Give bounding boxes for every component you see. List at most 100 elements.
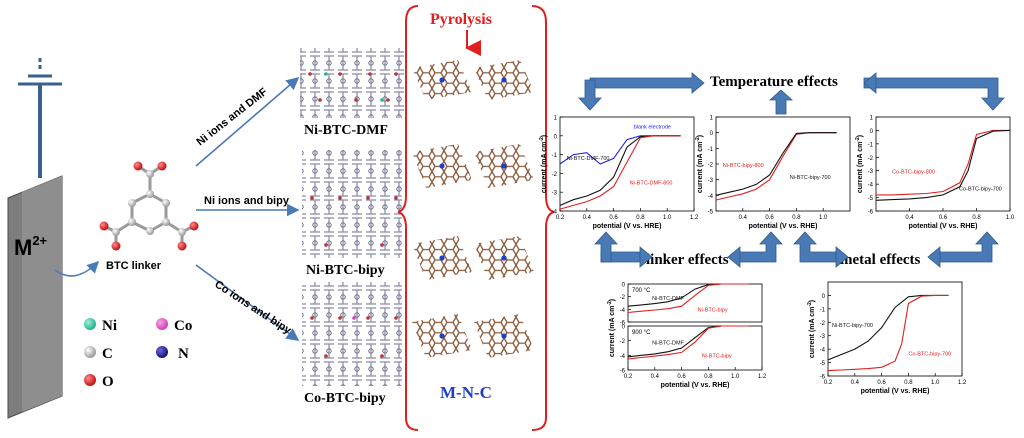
- y-tick-label: 0: [822, 294, 826, 300]
- x-tick-label: 0.6: [939, 215, 948, 221]
- mnc-label: M-N-C: [440, 383, 492, 402]
- route-label-dmf: Ni ions and DMF: [194, 86, 270, 149]
- x-tick-label: 1.0: [1006, 215, 1015, 221]
- linker-effects-heading: linker effects: [646, 252, 729, 268]
- y-tick-label: 1: [554, 116, 558, 122]
- x-tick-label: 1.0: [931, 380, 940, 386]
- series-label: Ni-BTC-DMF: [652, 296, 684, 302]
- arrow-temp-left-h: [589, 72, 705, 94]
- legend-dot-c: [84, 346, 96, 358]
- arrow-metal-left-head: [835, 246, 849, 268]
- x-tick-label: 1.0: [731, 374, 740, 380]
- temperature-annotation: 900 °C: [632, 330, 651, 336]
- x-axis-label: potential (V vs. RHE): [661, 382, 730, 389]
- y-tick-label: -6: [620, 321, 626, 327]
- series-line-1: [875, 129, 1011, 201]
- x-tick-label: 0.2: [624, 374, 633, 380]
- legend-dot-n: [156, 346, 168, 358]
- product-label-ni-btc-dmf: Ni-BTC-DMF: [304, 123, 388, 138]
- x-tick-label: 0.6: [877, 380, 886, 386]
- electrode-plate: [22, 176, 62, 412]
- arrow-metal-left: [793, 231, 837, 263]
- y-tick-label: -2: [708, 163, 714, 169]
- y-tick-label: -6: [868, 210, 874, 216]
- series-line-2: [559, 135, 681, 210]
- y-tick-label: -4: [620, 308, 626, 314]
- y-axis-label: current (mA cm-2): [855, 135, 864, 193]
- y-tick-label: -6: [620, 369, 626, 375]
- x-tick-label: 1.2: [690, 215, 699, 221]
- y-tick-label: -4: [552, 210, 558, 216]
- arrow-metal-right-head: [927, 246, 941, 268]
- ion-arrow: [54, 260, 100, 277]
- plot-frame: [627, 283, 763, 323]
- y-tick-label: -3: [868, 169, 874, 175]
- y-axis-label: current (mA cm-2): [695, 135, 704, 193]
- mof-ni-btc-dmf: [300, 48, 404, 118]
- series-line-0: [876, 129, 1010, 196]
- series-line-1: [715, 132, 837, 196]
- mof-co-btc-bipy: [302, 282, 402, 386]
- y-axis-label: current (mA cm-2): [607, 299, 616, 357]
- x-tick-label: 0.8: [792, 215, 801, 221]
- y-tick-label: -2: [620, 339, 626, 345]
- x-tick-label: 1.0: [819, 215, 828, 221]
- effect-arrows: [578, 72, 1005, 268]
- arrow-temp-right: [863, 77, 1005, 111]
- x-axis-label: potential (V vs. RHE): [749, 223, 818, 230]
- y-tick-label: -1: [820, 307, 826, 313]
- y-tick-label: -2: [868, 156, 874, 162]
- series-line-1: [627, 325, 749, 360]
- arrow-temp-right-head: [863, 72, 877, 94]
- mof-structure-image: [300, 48, 404, 118]
- x-tick-label: 0.6: [677, 374, 686, 380]
- series-label: Ni-BTC-DMF-700: [567, 156, 610, 162]
- pyrolysis-title: Pyrolysis: [430, 11, 492, 28]
- y-tick-label: -4: [820, 348, 826, 354]
- x-tick-label: 0.4: [651, 374, 660, 380]
- y-tick-label: -1: [708, 147, 714, 153]
- series-line-1: [627, 283, 749, 314]
- series-label: Ni-BTC-DMF-800: [630, 181, 673, 187]
- metal-ion-label: M2+: [14, 233, 48, 260]
- y-tick-label: -5: [708, 210, 714, 216]
- series-label: Ni-BTC-DMF: [652, 340, 684, 346]
- legend-label-ni: Ni: [102, 318, 117, 334]
- arrow-linker-left-up: [594, 231, 618, 263]
- arrow-linker-left-head: [639, 246, 653, 268]
- x-tick-label: 1.2: [758, 374, 767, 380]
- btc-linker-label: BTC linker: [106, 260, 162, 272]
- legend-dot-co: [156, 318, 168, 330]
- mnc-lattices: [412, 60, 534, 358]
- series-label: Ni-BTC-bipy: [702, 354, 732, 360]
- series-label: Ni-BTC-bipy: [698, 307, 728, 313]
- x-tick-label: 0.8: [704, 374, 713, 380]
- route-arrow-co-bipy: [195, 264, 300, 341]
- y-tick-label: -5: [820, 361, 826, 367]
- series-label: Co-BTC-bipy-800: [892, 169, 935, 175]
- series-label: Co-BTC-bipy-700: [959, 186, 1002, 192]
- y-tick-label: -4: [620, 354, 626, 360]
- route-label-co-bipy: Co ions and bipy: [212, 278, 294, 337]
- x-tick-label: 0.8: [972, 215, 981, 221]
- series-label: Ni-BTC-bipy-800: [723, 163, 764, 169]
- y-tick-label: -2: [820, 321, 826, 327]
- y-tick-label: -3: [820, 334, 826, 340]
- legend-dot-o: [84, 374, 96, 386]
- x-tick-label: 0.2: [824, 380, 833, 386]
- y-tick-label: 0: [710, 131, 714, 137]
- lattice-pair-1: [412, 60, 534, 100]
- lattice-pair-4: [412, 314, 534, 358]
- right-brace: [531, 5, 555, 431]
- x-tick-label: 0.2: [556, 215, 565, 221]
- x-tick-label: 1.2: [958, 380, 967, 386]
- route-label-ni-bipy: Ni ions and bipy: [204, 195, 290, 207]
- electrode-group: M2+: [7, 58, 100, 419]
- x-tick-label: 1.0: [663, 215, 672, 221]
- arrow-linker-right: [737, 231, 783, 263]
